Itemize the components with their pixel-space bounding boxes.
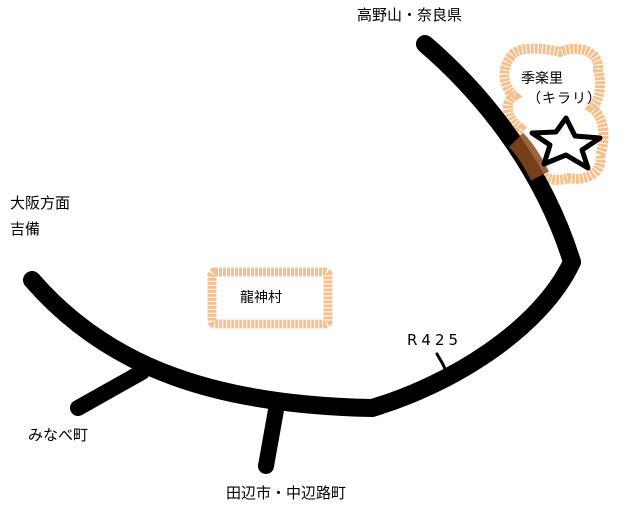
route-number-label: R425 <box>407 331 463 349</box>
main-road-west <box>23 271 381 417</box>
village-label: 龍神村 <box>240 290 282 306</box>
destination-highlight-cloud <box>499 43 609 185</box>
south-towns-label: 田辺市・中辺路町 <box>226 484 347 502</box>
branch-road-minabe <box>70 364 150 416</box>
west-direction-label: 大阪方面 <box>10 194 71 212</box>
branch-road-tanabe <box>258 402 284 474</box>
main-road-north <box>416 35 581 271</box>
destination-reading-label: （キラリ） <box>527 91 602 107</box>
road-highlight-overlap <box>508 132 549 181</box>
west-direction-label-2: 吉備 <box>10 220 41 238</box>
destination-name-label: 季楽里 <box>521 71 563 87</box>
southwest-town-label: みなべ町 <box>28 426 89 444</box>
village-highlight-box <box>207 267 333 329</box>
north-direction-label: 高野山・奈良県 <box>357 6 463 24</box>
route-pointer-line <box>435 352 448 374</box>
main-road-east <box>363 253 581 417</box>
star-icon <box>529 115 603 171</box>
